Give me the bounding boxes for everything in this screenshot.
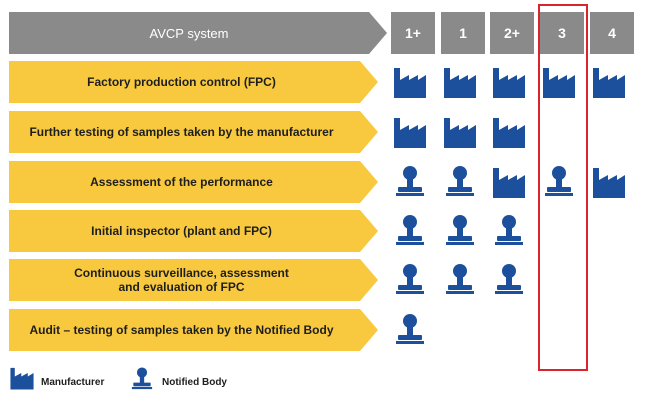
stamp-icon xyxy=(442,164,478,200)
highlight-level-3-box xyxy=(538,4,588,371)
legend-notified-body-label: Notified Body xyxy=(162,377,227,388)
level-header-4: 4 xyxy=(590,12,634,54)
factory-icon xyxy=(591,64,627,100)
task-row-label: Audit – testing of samples taken by the … xyxy=(29,322,334,337)
level-header-0: 1+ xyxy=(391,12,435,54)
task-row-label: Further testing of samples taken by the … xyxy=(29,124,334,139)
legend-stamp-icon xyxy=(129,366,155,392)
factory-icon xyxy=(442,64,478,100)
task-row-arrow: Further testing of samples taken by the … xyxy=(9,111,378,153)
stamp-icon xyxy=(442,262,478,298)
stamp-icon xyxy=(491,262,527,298)
task-row-arrow: Assessment of the performance xyxy=(9,161,378,203)
factory-icon xyxy=(591,164,627,200)
task-row-arrow: Factory production control (FPC) xyxy=(9,61,378,103)
stamp-icon xyxy=(392,262,428,298)
legend-manufacturer-label: Manufacturer xyxy=(41,377,105,388)
stamp-icon xyxy=(392,213,428,249)
factory-icon xyxy=(541,64,577,100)
stamp-icon xyxy=(442,213,478,249)
factory-icon xyxy=(491,164,527,200)
header-arrow: AVCP system xyxy=(9,12,387,54)
factory-icon xyxy=(442,114,478,150)
task-row-arrow: Initial inspector (plant and FPC) xyxy=(9,210,378,252)
stamp-icon xyxy=(541,164,577,200)
stamp-icon xyxy=(392,312,428,348)
task-row-arrow: Audit – testing of samples taken by the … xyxy=(9,309,378,351)
legend-factory-icon xyxy=(9,365,35,391)
level-header-1: 1 xyxy=(441,12,485,54)
task-row-label: Initial inspector (plant and FPC) xyxy=(91,223,272,238)
factory-icon xyxy=(491,64,527,100)
task-row-arrow: Continuous surveillance, assessment and … xyxy=(9,259,378,301)
stamp-icon xyxy=(392,164,428,200)
task-row-label: Factory production control (FPC) xyxy=(87,74,276,89)
factory-icon xyxy=(392,64,428,100)
stamp-icon xyxy=(491,213,527,249)
header-title: AVCP system xyxy=(149,25,229,41)
factory-icon xyxy=(392,114,428,150)
factory-icon xyxy=(491,114,527,150)
level-header-3: 3 xyxy=(540,12,584,54)
task-row-label: Continuous surveillance, assessment and … xyxy=(74,265,289,294)
level-header-2: 2+ xyxy=(490,12,534,54)
task-row-label: Assessment of the performance xyxy=(90,174,273,189)
